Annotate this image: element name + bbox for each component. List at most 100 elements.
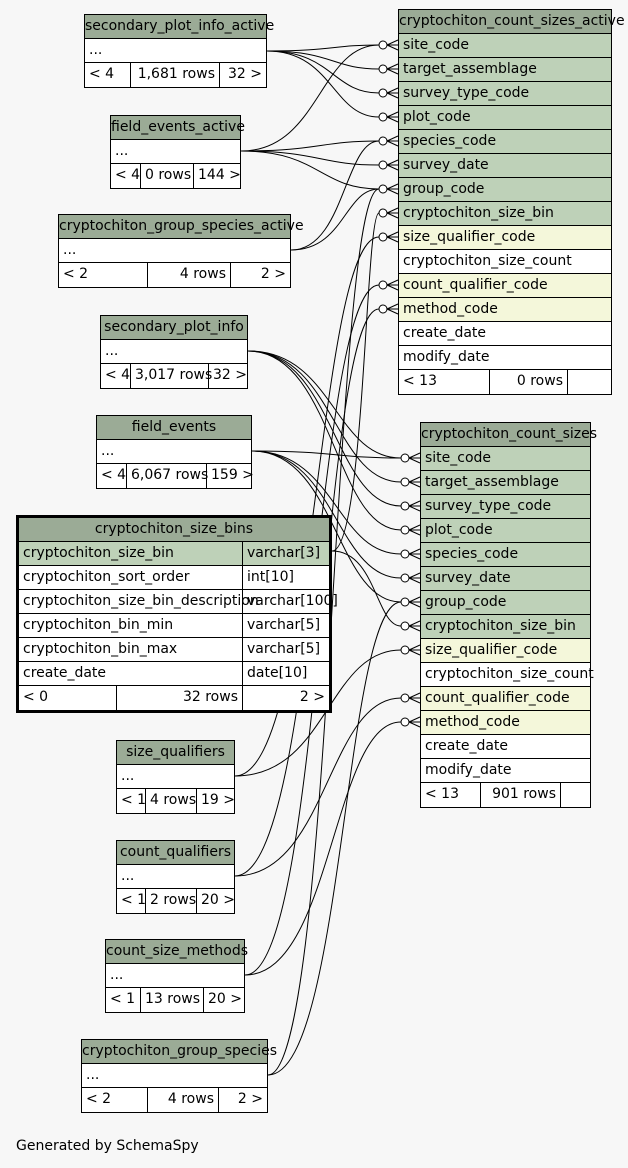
column-site-code: site_code xyxy=(403,37,470,53)
children-count: 2 > xyxy=(299,689,325,705)
table-count-qualifiers[interactable]: count_qualifiers ... < 1 2 rows 20 > xyxy=(116,840,235,914)
column-name: cryptochiton_size_bin xyxy=(19,542,243,565)
column-row: cryptochiton_bin_max varchar[5] xyxy=(19,638,329,662)
parents-count: < 1 xyxy=(106,988,141,1012)
column-modify-date: modify_date xyxy=(425,762,512,778)
column-size-qualifier-code: size_qualifier_code xyxy=(425,642,558,658)
column-name: cryptochiton_bin_min xyxy=(19,614,243,637)
table-title: cryptochiton_count_sizes_active xyxy=(399,13,625,29)
parents-count: < 4 xyxy=(85,63,131,87)
table-body: ... xyxy=(105,343,119,359)
parents-count: < 1 xyxy=(117,789,146,813)
table-cryptochiton-group-species[interactable]: cryptochiton_group_species ... < 2 4 row… xyxy=(81,1039,278,1113)
row-count: 32 rows xyxy=(117,686,243,710)
table-title: secondary_plot_info xyxy=(104,319,244,335)
column-modify-date: modify_date xyxy=(403,349,490,365)
table-count-size-methods[interactable]: count_size_methods ... < 1 13 rows 20 > xyxy=(105,939,249,1013)
column-count-qualifier-code: count_qualifier_code xyxy=(403,277,548,293)
children-count: 159 > xyxy=(211,467,254,483)
column-species-code: species_code xyxy=(425,546,519,562)
table-body: ... xyxy=(121,868,135,884)
column-target-assemblage: target_assemblage xyxy=(403,61,537,77)
table-title: size_qualifiers xyxy=(126,744,225,760)
row-count: 13 rows xyxy=(141,988,204,1012)
table-field-events-active[interactable]: field_events_active ... < 4 0 rows 144 > xyxy=(110,115,245,189)
children-count: 144 > xyxy=(198,167,241,183)
column-name: cryptochiton_sort_order xyxy=(19,566,243,589)
column-cryptochiton-size-bin: cryptochiton_size_bin xyxy=(425,618,576,634)
column-row: create_date date[10] xyxy=(19,662,329,686)
table-body: ... xyxy=(110,967,124,983)
children-count xyxy=(561,783,590,807)
column-method-code: method_code xyxy=(425,714,520,730)
parents-count: < 4 xyxy=(111,164,141,188)
table-body: ... xyxy=(89,42,103,58)
column-type: varchar[100] xyxy=(247,593,338,609)
table-title: cryptochiton_group_species_active xyxy=(59,218,304,234)
row-count: 0 rows xyxy=(490,370,568,394)
column-row: cryptochiton_size_bin varchar[3] xyxy=(19,542,329,566)
column-row: cryptochiton_size_bin_description varcha… xyxy=(19,590,338,614)
column-cryptochiton-size-bin: cryptochiton_size_bin xyxy=(403,205,554,221)
column-row: cryptochiton_sort_order int[10] xyxy=(19,566,329,590)
column-type: varchar[5] xyxy=(247,617,321,633)
parents-count: < 4 xyxy=(97,464,127,488)
parents-count: < 13 xyxy=(421,783,481,807)
column-row: cryptochiton_bin_min varchar[5] xyxy=(19,614,329,638)
table-title: secondary_plot_info_active xyxy=(85,18,275,34)
parents-count: < 0 xyxy=(19,686,117,710)
table-field-events[interactable]: field_events ... < 4 6,067 rows 159 > xyxy=(96,415,254,489)
table-secondary-plot-info-active[interactable]: secondary_plot_info_active ... < 4 1,681… xyxy=(84,14,275,88)
column-create-date: create_date xyxy=(425,738,509,754)
children-count: 20 > xyxy=(208,991,242,1007)
column-size-qualifier-code: size_qualifier_code xyxy=(403,229,536,245)
row-count: 4 rows xyxy=(148,263,231,287)
column-cryptochiton-size-count: cryptochiton_size_count xyxy=(425,666,594,682)
children-count xyxy=(568,370,611,394)
children-count: 2 > xyxy=(237,1091,263,1107)
table-title: count_size_methods xyxy=(106,943,249,959)
column-type: int[10] xyxy=(247,569,294,585)
table-body: ... xyxy=(115,143,129,159)
column-target-assemblage: target_assemblage xyxy=(425,474,559,490)
children-count: 2 > xyxy=(260,266,286,282)
table-size-qualifiers[interactable]: size_qualifiers ... < 1 4 rows 19 > xyxy=(116,740,235,814)
column-group-code: group_code xyxy=(403,181,485,197)
table-body: ... xyxy=(86,1067,100,1083)
table-cryptochiton-count-sizes[interactable]: cryptochiton_count_sizes site_code targe… xyxy=(420,422,598,808)
table-cryptochiton-group-species-active[interactable]: cryptochiton_group_species_active ... < … xyxy=(58,214,304,288)
column-plot-code: plot_code xyxy=(403,109,471,125)
column-name: cryptochiton_bin_max xyxy=(19,638,243,661)
children-count: 32 > xyxy=(228,66,262,82)
column-species-code: species_code xyxy=(403,133,497,149)
table-title: field_events_active xyxy=(111,119,245,135)
column-count-qualifier-code: count_qualifier_code xyxy=(425,690,570,706)
table-title: cryptochiton_group_species xyxy=(82,1043,278,1059)
column-create-date: create_date xyxy=(403,325,487,341)
generated-by-note: Generated by SchemaSpy xyxy=(16,1138,199,1154)
column-group-code: group_code xyxy=(425,594,507,610)
column-site-code: site_code xyxy=(425,450,492,466)
children-count: 19 > xyxy=(201,792,235,808)
table-cryptochiton-count-sizes-active[interactable]: cryptochiton_count_sizes_active site_cod… xyxy=(398,9,625,395)
column-type: date[10] xyxy=(247,665,308,681)
table-title: count_qualifiers xyxy=(119,844,232,860)
row-count: 0 rows xyxy=(141,164,194,188)
table-title: cryptochiton_size_bins xyxy=(94,521,254,537)
table-secondary-plot-info[interactable]: secondary_plot_info ... < 4 3,017 rows 3… xyxy=(100,315,248,389)
column-name: create_date xyxy=(19,662,243,685)
row-count: 1,681 rows xyxy=(131,63,220,87)
column-survey-type-code: survey_type_code xyxy=(425,498,552,514)
column-method-code: method_code xyxy=(403,301,498,317)
column-name: cryptochiton_size_bin_description xyxy=(19,590,259,613)
column-type: varchar[5] xyxy=(247,641,321,657)
parents-count: < 2 xyxy=(82,1088,148,1112)
table-cryptochiton-size-bins[interactable]: cryptochiton_size_bins cryptochiton_size… xyxy=(16,515,338,713)
table-body: ... xyxy=(121,768,135,784)
row-count: 6,067 rows xyxy=(127,464,208,488)
table-title: cryptochiton_count_sizes xyxy=(421,426,598,442)
table-body: ... xyxy=(101,443,115,459)
parents-count: < 1 xyxy=(117,889,146,913)
column-cryptochiton-size-count: cryptochiton_size_count xyxy=(403,253,572,269)
children-count: 32 > xyxy=(213,367,247,383)
